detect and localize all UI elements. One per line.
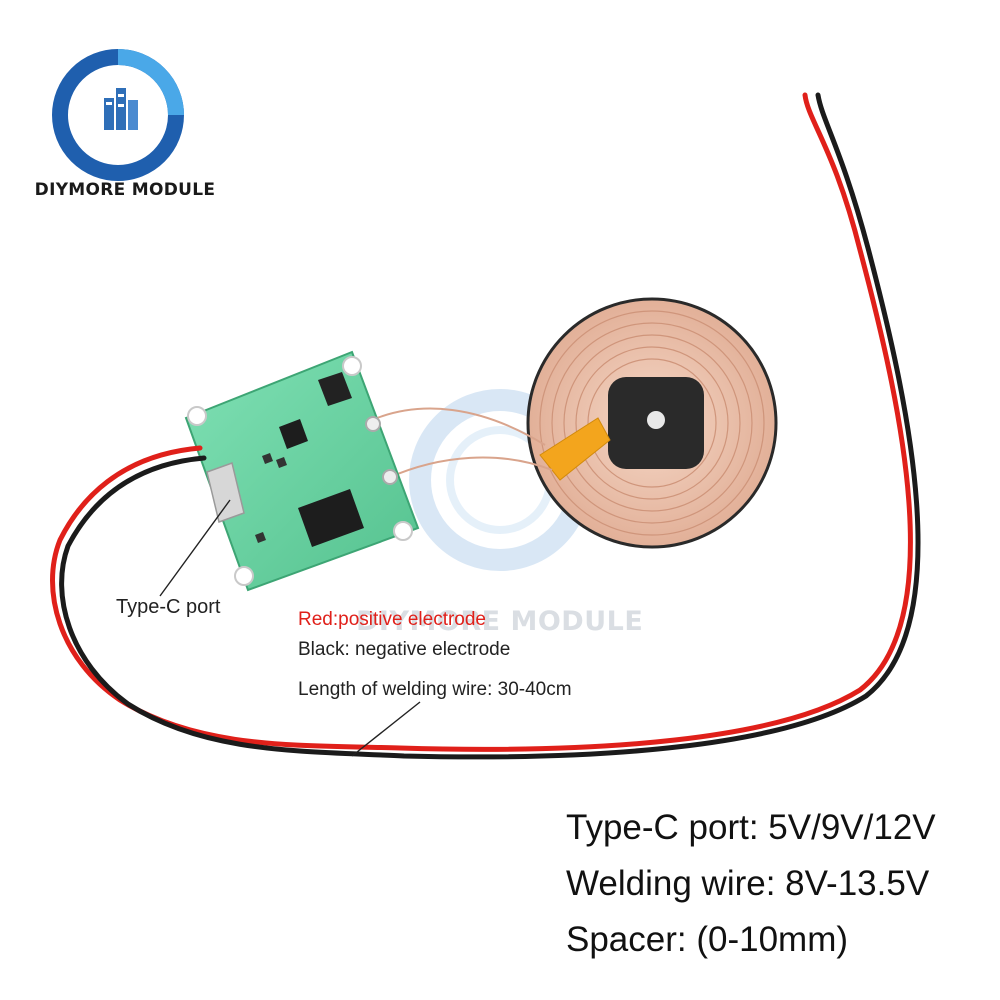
brand-name: DIYMORE MODULE [34,180,216,200]
main-chip [298,489,364,547]
pcb-board [184,350,420,592]
black-wire-label: Black: negative electrode [298,639,511,660]
flex-tape [539,417,611,481]
wireless-coil [526,297,778,549]
pointer-lines [159,499,421,757]
coil-leads [371,407,553,479]
wire-length-label: Length of welding wire: 30-40cm [298,679,572,700]
red-wire-label: Red:positive electrode [298,609,486,630]
spec-welding-wire-voltage: Welding wire: 8V-13.5V [566,864,930,903]
usb-c-connector [206,462,245,523]
power-wires [50,92,921,760]
spec-typec-voltage: Type-C port: 5V/9V/12V [566,808,936,847]
spec-list: Type-C port: 5V/9V/12V Welding wire: 8V-… [566,800,996,968]
typec-port-label: Type-C port [116,596,221,618]
spec-spacer: Spacer: (0-10mm) [566,920,849,959]
brand-logo [52,49,184,181]
watermark-text: DIYMORE MODULE [356,606,644,637]
